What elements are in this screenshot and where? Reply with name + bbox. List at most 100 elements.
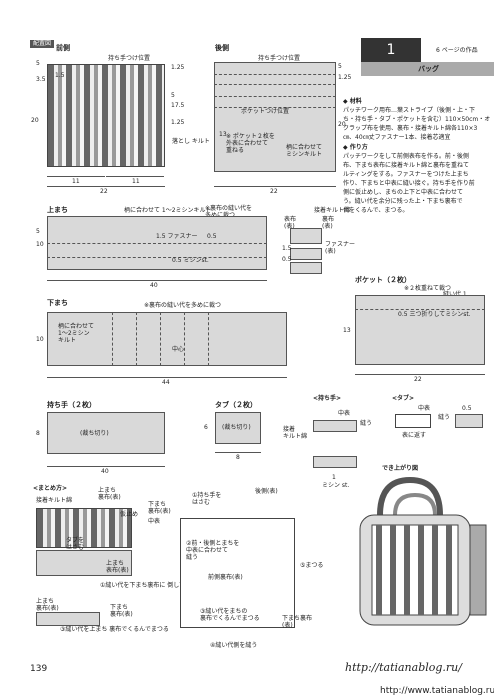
stitch-line — [136, 312, 137, 366]
front-dim: 5 — [36, 60, 40, 67]
stitch-line — [214, 84, 336, 85]
upper-gusset-note2: ※裏布の縫い代を多めに裁つ — [205, 205, 253, 219]
front-patchwork-panel — [47, 64, 165, 167]
upper-dim: 0.5 — [207, 233, 217, 240]
method-line: ルティングをする。ファスナーをつけた上まち — [343, 171, 469, 178]
pocket-dim: 22 — [414, 376, 422, 383]
back-dim: 20 — [338, 121, 346, 128]
zip-detail-fabric — [290, 262, 322, 274]
pocket-title: ポケット（２枚） — [355, 276, 411, 284]
bag-handle — [377, 476, 443, 516]
pocket-bias: 縫い代 1 — [443, 291, 467, 298]
assembly-label: ①持ち手をはさむ — [192, 492, 222, 506]
tab-howto-fabric — [395, 414, 431, 428]
tab-howto-title: <タブ> — [392, 395, 415, 402]
back-dim: 13 — [219, 131, 227, 138]
handle-howto-fabric — [313, 420, 357, 432]
handle-title: 持ち手（２枚） — [47, 401, 96, 409]
method-line: う。縫い代を余分に残った上・下まち裏布で — [343, 198, 463, 205]
stitch-line — [112, 312, 113, 366]
method-line: パッチワークをして前側表布を作る。前・後側 — [343, 153, 469, 160]
zipper-label: 1.5 ファスナー — [156, 233, 198, 240]
zip-detail-label: ファスナー(表) — [325, 241, 356, 255]
assembly-label: ④縫い代側を縫う — [210, 642, 258, 649]
pocket-fold: 0.5 三つ折りしてミシンst. — [398, 311, 471, 318]
back-title: 後側 — [215, 44, 229, 52]
upper-gusset-note: 柄に合わせて 1～2ミシンキルト — [124, 207, 212, 214]
handle-howto-title: <持ち手> — [313, 395, 342, 402]
tab-howto-fabric — [455, 414, 483, 428]
handle-howto-label: 接着キルト綿 — [283, 426, 308, 440]
upper-dim: 40 — [150, 282, 158, 289]
assembly-label: タブをはさむ — [66, 537, 85, 551]
assembly-label: 下まち裏布(表) — [110, 604, 133, 618]
lower-dim: 10 — [36, 336, 44, 343]
materials-line: パッチワーク用布…葉ストライプ（後側・上・下 — [343, 107, 476, 114]
method-line: 代をくるんで、まつる。 — [343, 207, 409, 214]
materials-line: ㎝、40㎝丈ファスナー1本、接着芯適宜 — [343, 134, 451, 141]
assembly-label: ⑤まつる — [300, 562, 324, 569]
assembly-bag-body — [180, 518, 295, 628]
lower-gusset-center: 中心 — [172, 346, 185, 353]
handle-howto-label: 中表 — [338, 410, 351, 417]
front-dim: 1.25 — [171, 64, 185, 71]
zip-detail-label: 裏布(表) — [322, 216, 335, 230]
dim-line — [47, 186, 165, 187]
dim-line — [47, 466, 165, 467]
assembly-label: ①縫い代を下まち裏布に 倒してまつる — [100, 582, 203, 589]
front-dim: 11 — [72, 178, 80, 185]
tab-inner: (裁ち切り) — [222, 424, 251, 431]
dim-line — [215, 452, 261, 453]
tab-title: タブ（２枚） — [215, 401, 257, 409]
back-panel — [214, 62, 336, 172]
tab-howto-label: 中表 — [418, 405, 431, 412]
stitch-line — [355, 309, 485, 310]
assembly-label: 後側(表) — [255, 488, 278, 495]
page-ref: 6 ページの作品 — [436, 47, 478, 54]
handle-howto-label: 1 — [332, 474, 336, 481]
zip-detail-dim: 1.5 — [282, 245, 292, 252]
assembly-gusset — [36, 508, 132, 548]
handle-howto-label: 縫う — [360, 420, 373, 427]
front-dim: 17.5 — [171, 102, 185, 109]
back-note2: 柄に合わせてミシンキルト — [286, 144, 323, 158]
pocket-panel — [355, 295, 485, 365]
front-dim: 1.25 — [171, 119, 185, 126]
dim-line — [214, 186, 336, 187]
tab-howto-label: 縫う — [438, 414, 451, 421]
bag-panel — [371, 524, 459, 616]
dim-line — [355, 374, 485, 375]
front-dim: 5 — [171, 92, 175, 99]
section-number: 1 — [361, 38, 421, 62]
upper-stitch: 0.5 ミシンst. — [172, 257, 209, 264]
back-note: ※ ポケット２枚を外表に合わせて重ねる — [226, 133, 275, 154]
tab-howto-label: 0.5 — [462, 405, 472, 412]
method-line: 布、下まち表布に接着キルト綿と裏布を重ねて — [343, 162, 470, 169]
zip-detail-fabric — [290, 228, 322, 244]
tab-howto-label: 表に返す — [402, 432, 427, 439]
materials-heading: ◆ 材料 — [343, 98, 362, 105]
assembly-label: 中表 — [148, 518, 161, 525]
stitch-line — [214, 107, 336, 108]
materials-line: クラップ布を使用、裏布・接着キルト綿各110×3 — [343, 125, 478, 132]
stitch-line — [208, 312, 209, 366]
item-title: バッグ — [418, 65, 439, 73]
handle-dim: 8 — [36, 430, 40, 437]
assembly-label: 接着キルト綿 — [36, 497, 73, 504]
zip-detail-label: 接着キルト綿 — [314, 207, 351, 214]
tab-dim: 8 — [236, 454, 240, 461]
stitch-line — [47, 257, 267, 258]
dim-line — [106, 176, 164, 177]
assembly-label: 上まち表布(表) — [106, 560, 129, 574]
zip-detail-zipper — [290, 248, 322, 260]
assembly-label: ③縫い代を上まち 裏布でくるんでまつる — [60, 626, 169, 633]
site-url: http://tatianablog.ru/ — [345, 661, 462, 674]
assembly-label: 前側裏布(表) — [208, 574, 243, 581]
stitch-line — [214, 96, 336, 97]
assembly-label: 上まち裏布(表) — [98, 487, 121, 501]
lower-gusset-panel — [47, 312, 287, 366]
back-dim: 22 — [270, 188, 278, 195]
assembly-label: 仮止め — [120, 511, 139, 518]
handle-panel — [47, 412, 165, 454]
